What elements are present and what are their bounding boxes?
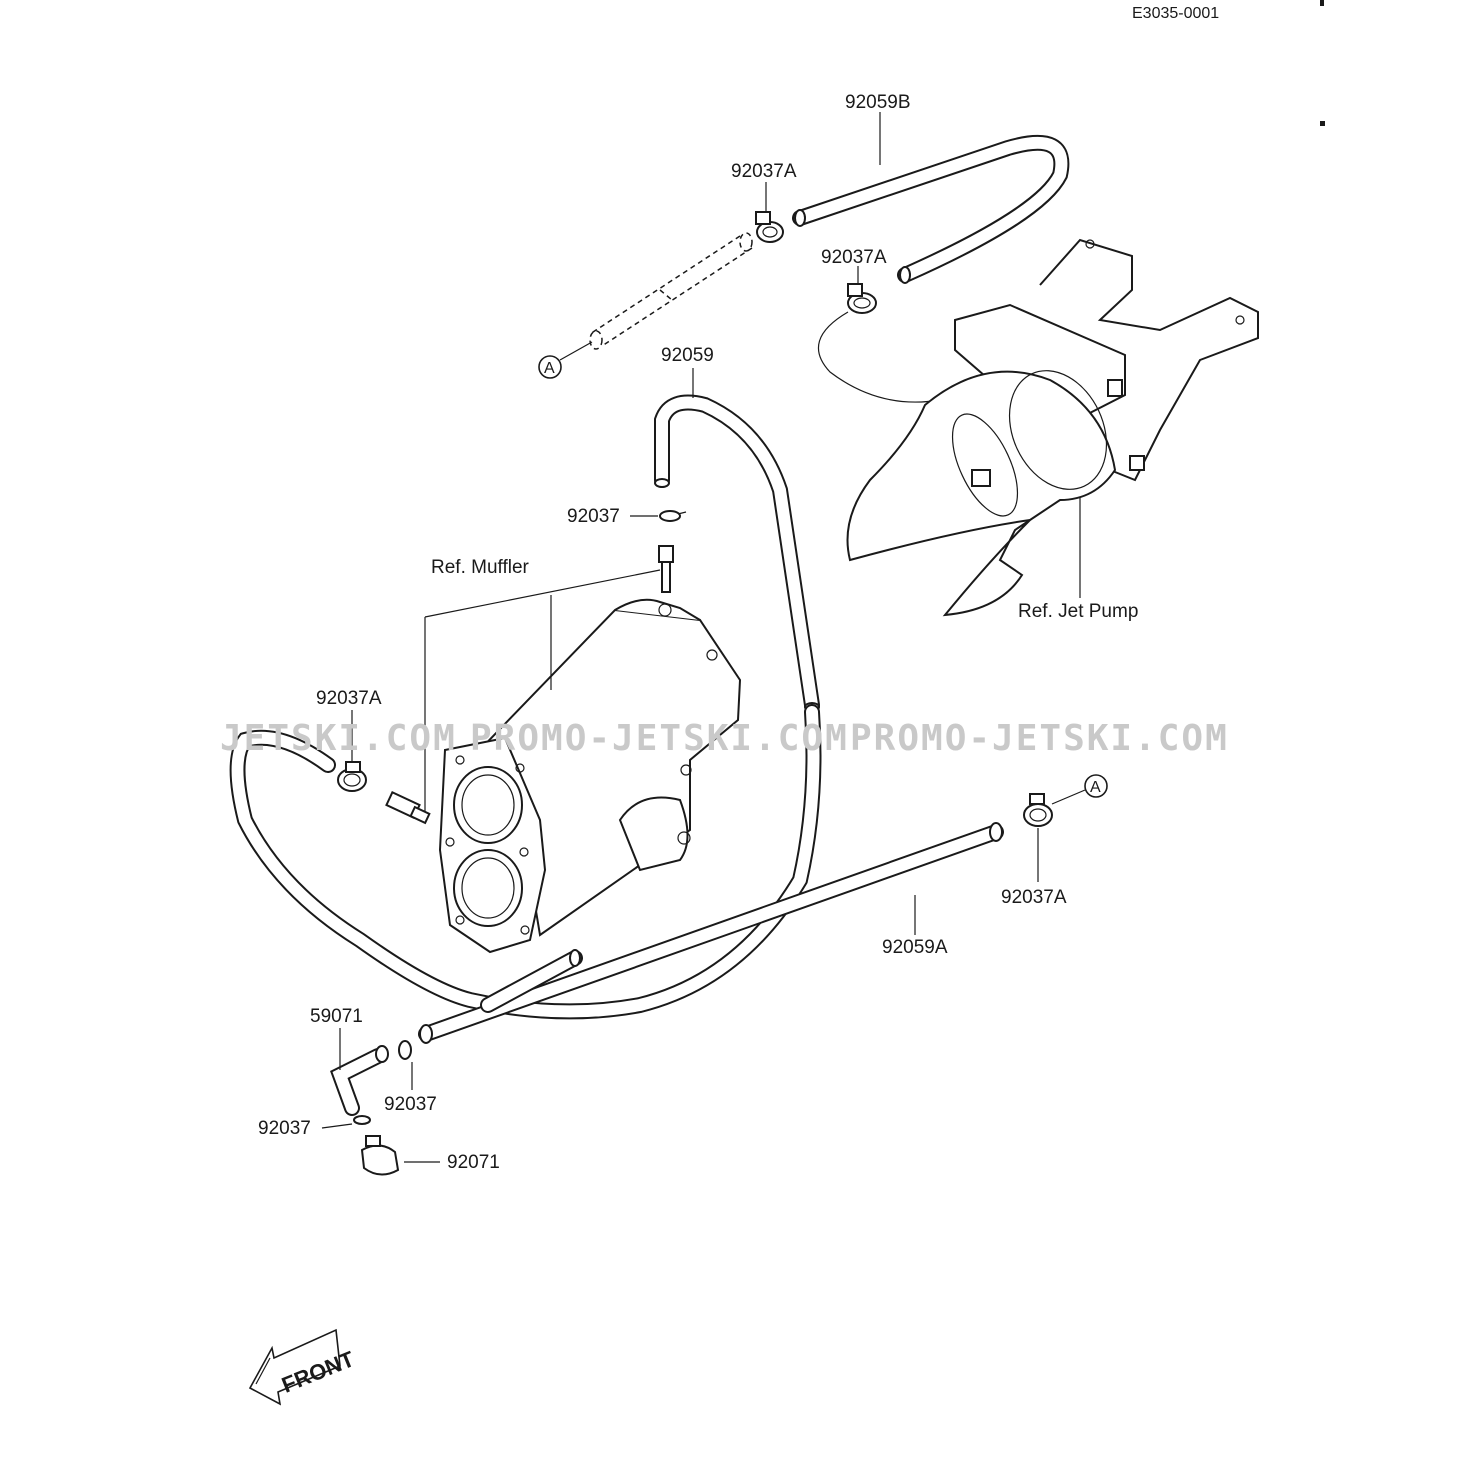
jet-pump [846, 238, 1259, 617]
hose-92059b [792, 134, 1070, 284]
ref-a-top-label: A [544, 360, 555, 377]
muffler-nipple [658, 545, 674, 593]
diagram-code: E3035-0001 [1132, 5, 1219, 22]
watermark-left: JETSKI.COM [220, 718, 457, 759]
label-ref-muffler: Ref. Muffler [431, 557, 530, 578]
label-clip-top: 92037 [567, 506, 620, 527]
ref-a-top-marker [538, 355, 562, 379]
corner-dot [1320, 121, 1325, 126]
hose-92059a [418, 822, 1004, 1044]
label-92059a: 92059A [882, 937, 948, 958]
label-clip-mid: 92037 [384, 1094, 437, 1115]
label-clip-bottom: 92037 [258, 1118, 311, 1139]
clamp-top-right [847, 283, 877, 314]
label-clamp-left: 92037A [316, 688, 382, 709]
clip-bottom [353, 1115, 371, 1125]
label-59071: 59071 [310, 1006, 363, 1027]
hose-loop [229, 704, 822, 1020]
watermark-right: PROMO-JETSKI.COM [850, 718, 1229, 759]
front-arrow-icon: FRONT [248, 1328, 358, 1406]
muffler [438, 598, 742, 954]
leader-clip-bottom [321, 1123, 353, 1129]
leader-ref-muffler [424, 569, 661, 815]
hidden-pipe [589, 232, 753, 350]
label-92059: 92059 [661, 345, 714, 366]
ref-a-right-marker [1084, 774, 1108, 798]
label-clamp-top-right: 92037A [821, 247, 887, 268]
label-clamp-right: 92037A [1001, 887, 1067, 908]
clip-top [659, 510, 687, 522]
leader-ref-a-top [559, 341, 593, 361]
watermark-mid: PROMO-JETSKI.COM [470, 718, 849, 759]
label-ref-jet-pump: Ref. Jet Pump [1018, 601, 1138, 622]
leader-ref-a-right [1051, 789, 1086, 805]
muffler-side-fitting [385, 790, 431, 825]
clamp-top-left [755, 211, 784, 243]
clamp-right [1023, 793, 1053, 827]
front-label: FRONT [278, 1346, 358, 1398]
ref-a-right-label: A [1090, 779, 1101, 796]
clamp-left [337, 761, 367, 792]
cap-92071 [360, 1135, 400, 1176]
fitting-59071 [330, 1045, 389, 1116]
label-92071: 92071 [447, 1152, 500, 1173]
clamp-to-pump-line [817, 311, 941, 403]
muffler-outlet-pipe [480, 949, 583, 1013]
clip-mid [398, 1040, 412, 1060]
corner-mark [1320, 0, 1324, 6]
label-92059b: 92059B [845, 92, 911, 113]
label-clamp-top-left: 92037A [731, 161, 797, 182]
